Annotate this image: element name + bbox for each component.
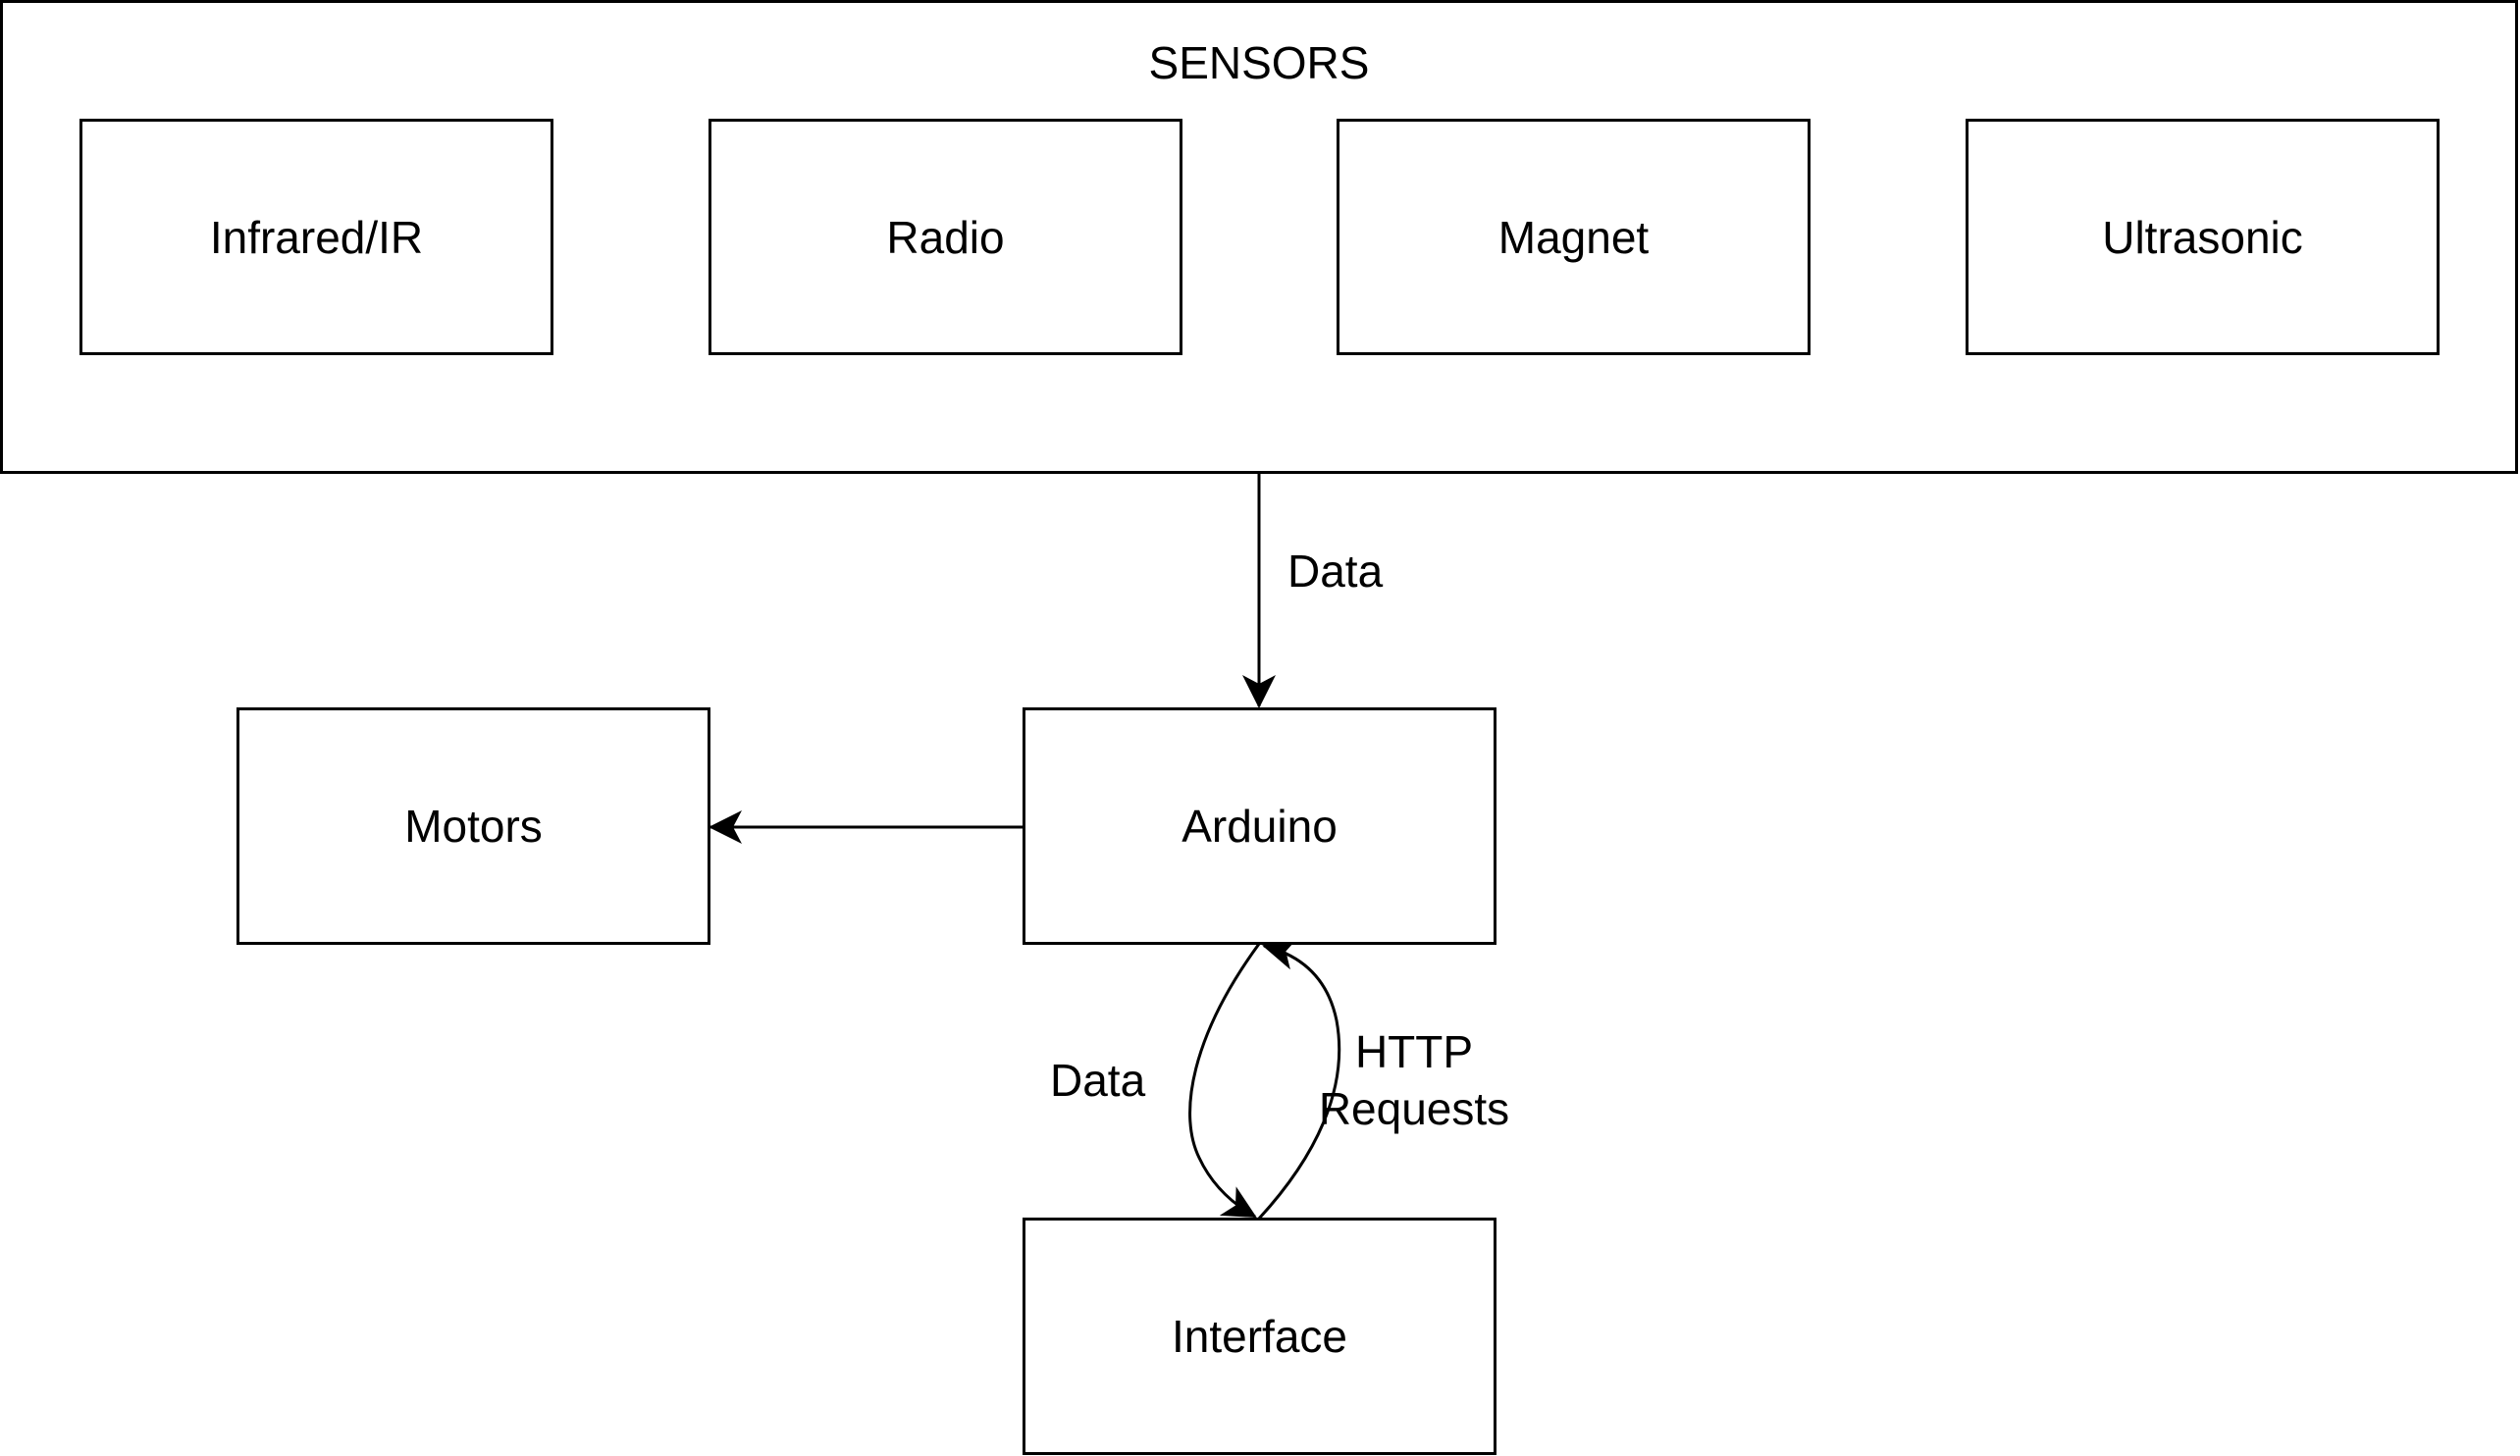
arduino-label: Arduino <box>1181 801 1338 852</box>
sensor-label: Magnet <box>1497 211 1650 263</box>
sensor-node-radio: Radio <box>709 119 1182 355</box>
edge-label-http-requests: HTTP Requests <box>1318 1026 1510 1134</box>
motors-node: Motors <box>236 707 710 945</box>
sensor-label: Radio <box>886 211 1005 263</box>
arrow-arduino-to-interface <box>1188 943 1261 1219</box>
interface-label: Interface <box>1172 1311 1347 1362</box>
sensors-title: SENSORS <box>1148 37 1370 88</box>
arrow-interface-to-arduino <box>1257 937 1341 1221</box>
edge-label-arduino-data: Data <box>1050 1055 1146 1106</box>
sensor-label: Ultrasonic <box>2102 211 2303 263</box>
sensor-node-ultrasonic: Ultrasonic <box>1966 119 2440 355</box>
edge-label-sensors-data: Data <box>1287 546 1384 597</box>
sensor-label: Infrared/IR <box>209 211 424 263</box>
motors-label: Motors <box>404 801 543 852</box>
interface-node: Interface <box>1023 1218 1496 1455</box>
sensor-node-magnet: Magnet <box>1337 119 1811 355</box>
arduino-node: Arduino <box>1023 707 1496 945</box>
sensor-node-infrared: Infrared/IR <box>79 119 553 355</box>
